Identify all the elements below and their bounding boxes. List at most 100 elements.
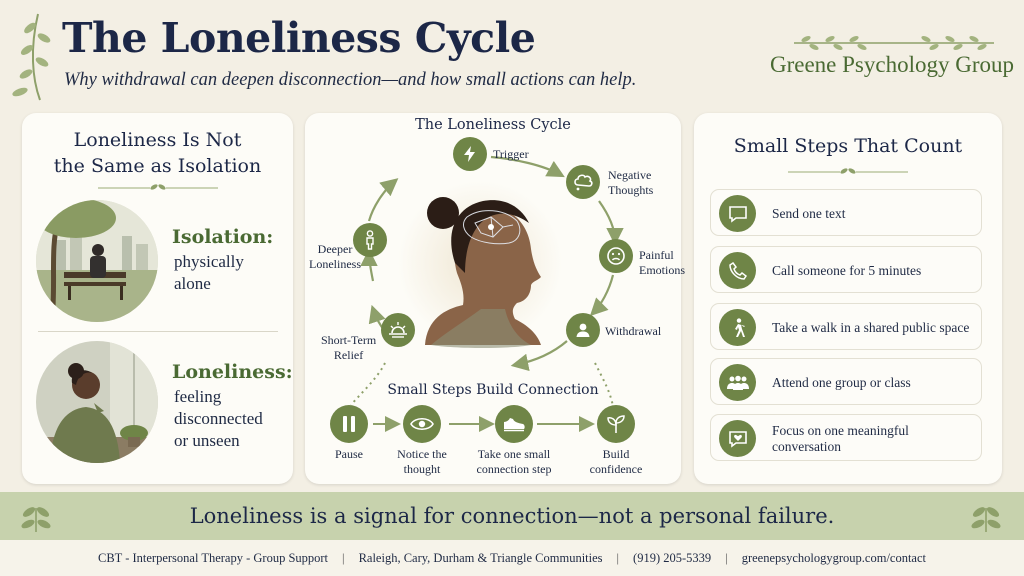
build-confidence-line1: Build	[602, 447, 630, 461]
isolation-description: physically alone	[174, 251, 244, 295]
painful-emotions-label: Painful Emotions	[639, 248, 685, 278]
loneliness-label: Loneliness:	[172, 361, 293, 383]
action-label: Call someone for 5 minutes	[772, 262, 922, 278]
loneliness-desc-line1: feeling	[174, 387, 222, 406]
isolation-desc-line1: physically	[174, 252, 244, 271]
negative-thoughts-label: Negative Thoughts	[608, 168, 653, 198]
banner-message: Loneliness is a signal for connection—no…	[189, 504, 835, 528]
short-term-relief-line2: Relief	[333, 348, 364, 362]
withdrawal-node	[566, 313, 600, 347]
isolation-vs-loneliness-card: Loneliness Is Not the Same as Isolation	[22, 113, 293, 484]
group-icon	[719, 364, 756, 401]
left-heading-line1: Loneliness Is Not	[73, 129, 242, 151]
action-call-someone: Call someone for 5 minutes	[710, 246, 982, 293]
trigger-label: Trigger	[493, 147, 529, 161]
painful-emotions-line1: Painful	[639, 248, 674, 262]
sad-face-icon	[607, 247, 625, 265]
deeper-loneliness-line2: Loneliness	[309, 257, 361, 271]
page-title: The Loneliness Cycle	[62, 14, 536, 62]
action-label: Attend one group or class	[772, 374, 911, 390]
deeper-loneliness-node	[353, 223, 387, 257]
build-confidence-label: Build confidence	[576, 447, 656, 477]
footer-separator: |	[616, 550, 620, 565]
footer-separator: |	[725, 550, 728, 565]
right-heading: Small Steps That Count	[733, 135, 963, 157]
brand-name: Greene Psychology Group	[770, 52, 1015, 77]
loneliness-illustration	[36, 341, 158, 463]
action-label: Send one text	[772, 205, 846, 221]
pause-icon	[343, 416, 355, 432]
action-attend-group: Attend one group or class	[710, 358, 982, 405]
pause-label: Pause	[309, 447, 389, 462]
isolation-label: Isolation:	[172, 226, 274, 248]
sunrise-icon	[389, 322, 407, 338]
action-take-walk: Take a walk in a shared public space	[710, 303, 982, 350]
lightning-icon	[464, 146, 475, 162]
connection-step-label: Take one small connection step	[464, 447, 564, 477]
footer-services: CBT - Interpersonal Therapy - Group Supp…	[97, 550, 329, 565]
painful-emotions-node	[599, 239, 633, 273]
isolation-desc-line2: alone	[174, 274, 211, 293]
footer-url[interactable]: greenepsychologygroup.com/contact	[741, 550, 927, 565]
loneliness-cycle-card: The Loneliness Cycle	[305, 113, 685, 484]
connection-step-line2: connection step	[476, 462, 552, 476]
footer-separator: |	[342, 550, 345, 565]
leaf-divider-icon	[98, 184, 218, 190]
thought-cloud-icon	[574, 174, 593, 191]
loneliness-desc-line2: disconnected	[174, 409, 263, 428]
isolation-illustration	[36, 200, 158, 322]
left-heading-line2: the Same as Isolation	[53, 155, 262, 177]
bottom-banner: Loneliness is a signal for connection—no…	[0, 492, 1024, 540]
pause-step	[330, 405, 368, 443]
eye-icon	[410, 417, 434, 431]
walking-icon	[719, 309, 756, 346]
action-label: Focus on one meaningful conversation	[772, 422, 909, 454]
build-confidence-line2: confidence	[589, 462, 643, 476]
notice-thought-line2: thought	[403, 462, 441, 476]
footer-locations: Raleigh, Cary, Durham & Triangle Communi…	[358, 550, 603, 565]
leaf-sprig-icon	[21, 507, 51, 532]
notice-thought-step	[403, 405, 441, 443]
cycle-title: The Loneliness Cycle	[415, 117, 571, 133]
build-confidence-step	[597, 405, 635, 443]
negative-thoughts-line1: Negative	[608, 168, 652, 182]
header: The Loneliness Cycle Why withdrawal can …	[0, 0, 1024, 110]
person-icon	[576, 323, 590, 337]
phone-icon	[719, 252, 756, 289]
deeper-loneliness-label: Deeper Loneliness	[309, 242, 361, 272]
heart-chat-icon	[719, 420, 756, 457]
connection-step	[495, 405, 533, 443]
vine-icon	[794, 35, 994, 51]
leaf-branch-icon	[12, 13, 51, 101]
action-meaningful-conversation: Focus on one meaningful conversation	[710, 414, 982, 461]
page-subtitle: Why withdrawal can deepen disconnection—…	[64, 70, 637, 90]
loneliness-desc-line3: or unseen	[174, 431, 240, 450]
action-send-text: Send one text	[710, 189, 982, 236]
loneliness-description: feeling disconnected or unseen	[174, 386, 263, 452]
small-steps-card: Small Steps That Count Send one text Cal…	[694, 113, 1002, 484]
message-icon	[719, 195, 756, 232]
action-label: Take a walk in a shared public space	[772, 319, 970, 335]
steps-title: Small Steps Build Connection	[387, 382, 599, 398]
footer-phone[interactable]: (919) 205-5339	[633, 550, 712, 565]
negative-thoughts-line2: Thoughts	[608, 183, 654, 197]
footer: CBT - Interpersonal Therapy - Group Supp…	[0, 540, 1024, 576]
sprout-icon	[607, 415, 625, 433]
withdrawal-label: Withdrawal	[605, 324, 662, 338]
shoe-icon	[504, 418, 525, 432]
connection-step-line1: Take one small	[477, 447, 551, 461]
cycle-diagram	[350, 155, 624, 432]
leaf-divider-icon	[788, 168, 908, 174]
section-divider	[38, 331, 278, 332]
deeper-loneliness-line1: Deeper	[317, 242, 353, 256]
standing-person-icon	[366, 230, 374, 250]
short-term-relief-node	[381, 313, 415, 347]
pause-label-line1: Pause	[335, 447, 363, 461]
notice-thought-label: Notice the thought	[382, 447, 462, 477]
trigger-node	[453, 137, 487, 171]
short-term-relief-line1: Short-Term	[321, 333, 377, 347]
leaf-sprig-icon	[971, 507, 1001, 532]
left-heading: Loneliness Is Not the Same as Isolation	[22, 127, 293, 179]
painful-emotions-line2: Emotions	[639, 263, 686, 277]
notice-thought-line1: Notice the	[397, 447, 447, 461]
